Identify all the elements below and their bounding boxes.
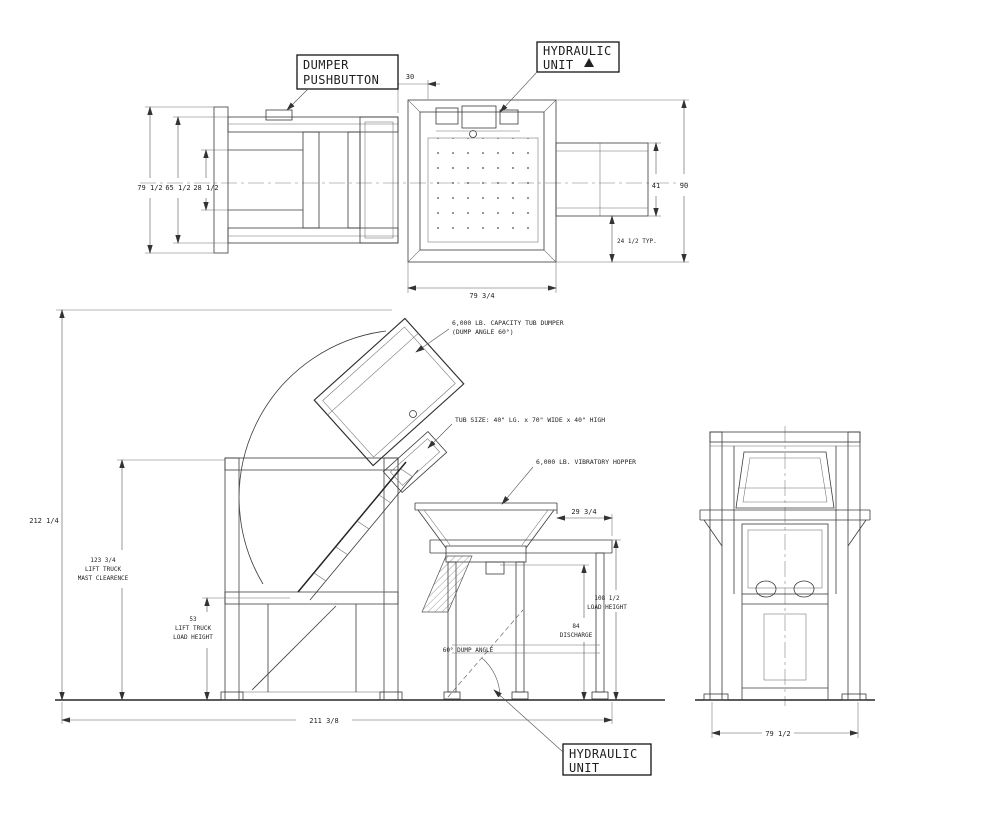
dim-plan-gap: 30	[406, 73, 414, 81]
note-vibratory-hopper: 6,000 LB. VIBRATORY HOPPER	[536, 458, 636, 466]
dim-front-discharge-label: DISCHARGE	[560, 632, 593, 639]
discharge-chute	[421, 555, 473, 613]
front-frame	[220, 457, 403, 701]
side-view: 79 1/2	[695, 426, 875, 738]
plan-dimensions: 30 79 1/2 65 1/2 28 1/2 41	[137, 73, 689, 300]
note-capacity-line2: (DUMP ANGLE 60°)	[452, 328, 514, 336]
cradle-plate	[382, 430, 448, 494]
plan-view: 30 79 1/2 65 1/2 28 1/2 41	[137, 41, 689, 300]
callout-pushbutton-line1: DUMPER	[303, 58, 349, 72]
dim-side-overall-width: 79 1/2	[765, 730, 790, 738]
plan-discharge-extension	[555, 142, 649, 217]
side-tub	[735, 451, 835, 509]
side-platform	[699, 509, 871, 547]
dim-plan-ext-depth: 41	[652, 182, 660, 190]
side-frame	[703, 431, 867, 701]
dim-plan-hopper-width: 79 3/4	[469, 292, 494, 300]
dim-front-overall-height: 212 1/4	[29, 517, 59, 525]
vibratory-hopper	[414, 502, 613, 700]
dim-front-hopper-extension: 29 3/4	[571, 508, 596, 516]
tub-hole	[409, 410, 417, 418]
side-body	[741, 523, 829, 700]
note-dump-angle: 60° DUMP ANGLE	[443, 647, 494, 654]
dim-plan-typ: 24 1/2 TYP.	[617, 238, 657, 245]
dim-plan-overall-width: 79 1/2	[137, 184, 162, 192]
dim-plan-cradle-width: 28 1/2	[193, 184, 218, 192]
perforated-plate	[427, 137, 539, 243]
front-notes: 6,000 LB. CAPACITY TUB DUMPER (DUMP ANGL…	[415, 319, 636, 505]
plan-hopper	[407, 99, 557, 263]
dim-front-overall-width: 211 3/8	[309, 717, 339, 725]
dim-front-discharge-height: 84	[572, 623, 580, 630]
callout-hydraulic-bottom-line1: HYDRAULIC	[569, 747, 638, 761]
dim-plan-rail-width: 65 1/2	[165, 184, 190, 192]
tilted-tub	[313, 317, 465, 467]
callout-hydraulic-top-line1: HYDRAULIC	[543, 44, 612, 58]
dim-front-hopper-load-height: 108 1/2	[594, 595, 620, 602]
pushbutton-station	[265, 109, 293, 121]
dim-front-mast-clearance-label1: LIFT TRUCK	[85, 566, 122, 573]
warning-icon	[584, 58, 594, 67]
dim-front-load-height-label2: LOAD HEIGHT	[173, 634, 213, 641]
dim-front-mast-clearance-label2: MAST CLEARENCE	[78, 575, 129, 582]
callout-pushbutton-line2: PUSHBUTTON	[303, 73, 379, 87]
note-tub-size: TUB SIZE: 40" LG. x 70" WIDE x 40" HIGH	[455, 416, 605, 424]
callout-hydraulic-unit-top: HYDRAULIC UNIT	[499, 41, 620, 113]
callout-hydraulic-unit-bottom: HYDRAULIC UNIT	[493, 689, 652, 776]
dim-front-mast-clearance: 123 3/4	[90, 557, 116, 564]
front-dimensions: 212 1/4 123 3/4 LIFT TRUCK MAST CLEARENC…	[29, 309, 627, 725]
note-capacity-line1: 6,000 LB. CAPACITY TUB DUMPER	[452, 319, 564, 327]
plan-hydraulic-unit	[435, 105, 520, 138]
dim-plan-overall-depth: 90	[680, 182, 688, 190]
plan-dumper	[213, 106, 399, 254]
dump-swing-arc	[238, 330, 387, 585]
callout-hydraulic-top-line2: UNIT	[543, 58, 574, 72]
dim-front-hopper-load-height-label: LOAD HEIGHT	[587, 604, 627, 611]
front-view: 212 1/4 123 3/4 LIFT TRUCK MAST CLEARENC…	[29, 309, 665, 776]
tilt-cradle-arm	[297, 461, 419, 601]
dim-front-load-height-label1: LIFT TRUCK	[175, 625, 212, 632]
dim-front-load-height: 53	[189, 616, 197, 623]
callout-hydraulic-bottom-line2: UNIT	[569, 761, 600, 775]
side-dimensions: 79 1/2	[711, 702, 859, 738]
callout-dumper-pushbutton: DUMPER PUSHBUTTON	[286, 54, 399, 111]
